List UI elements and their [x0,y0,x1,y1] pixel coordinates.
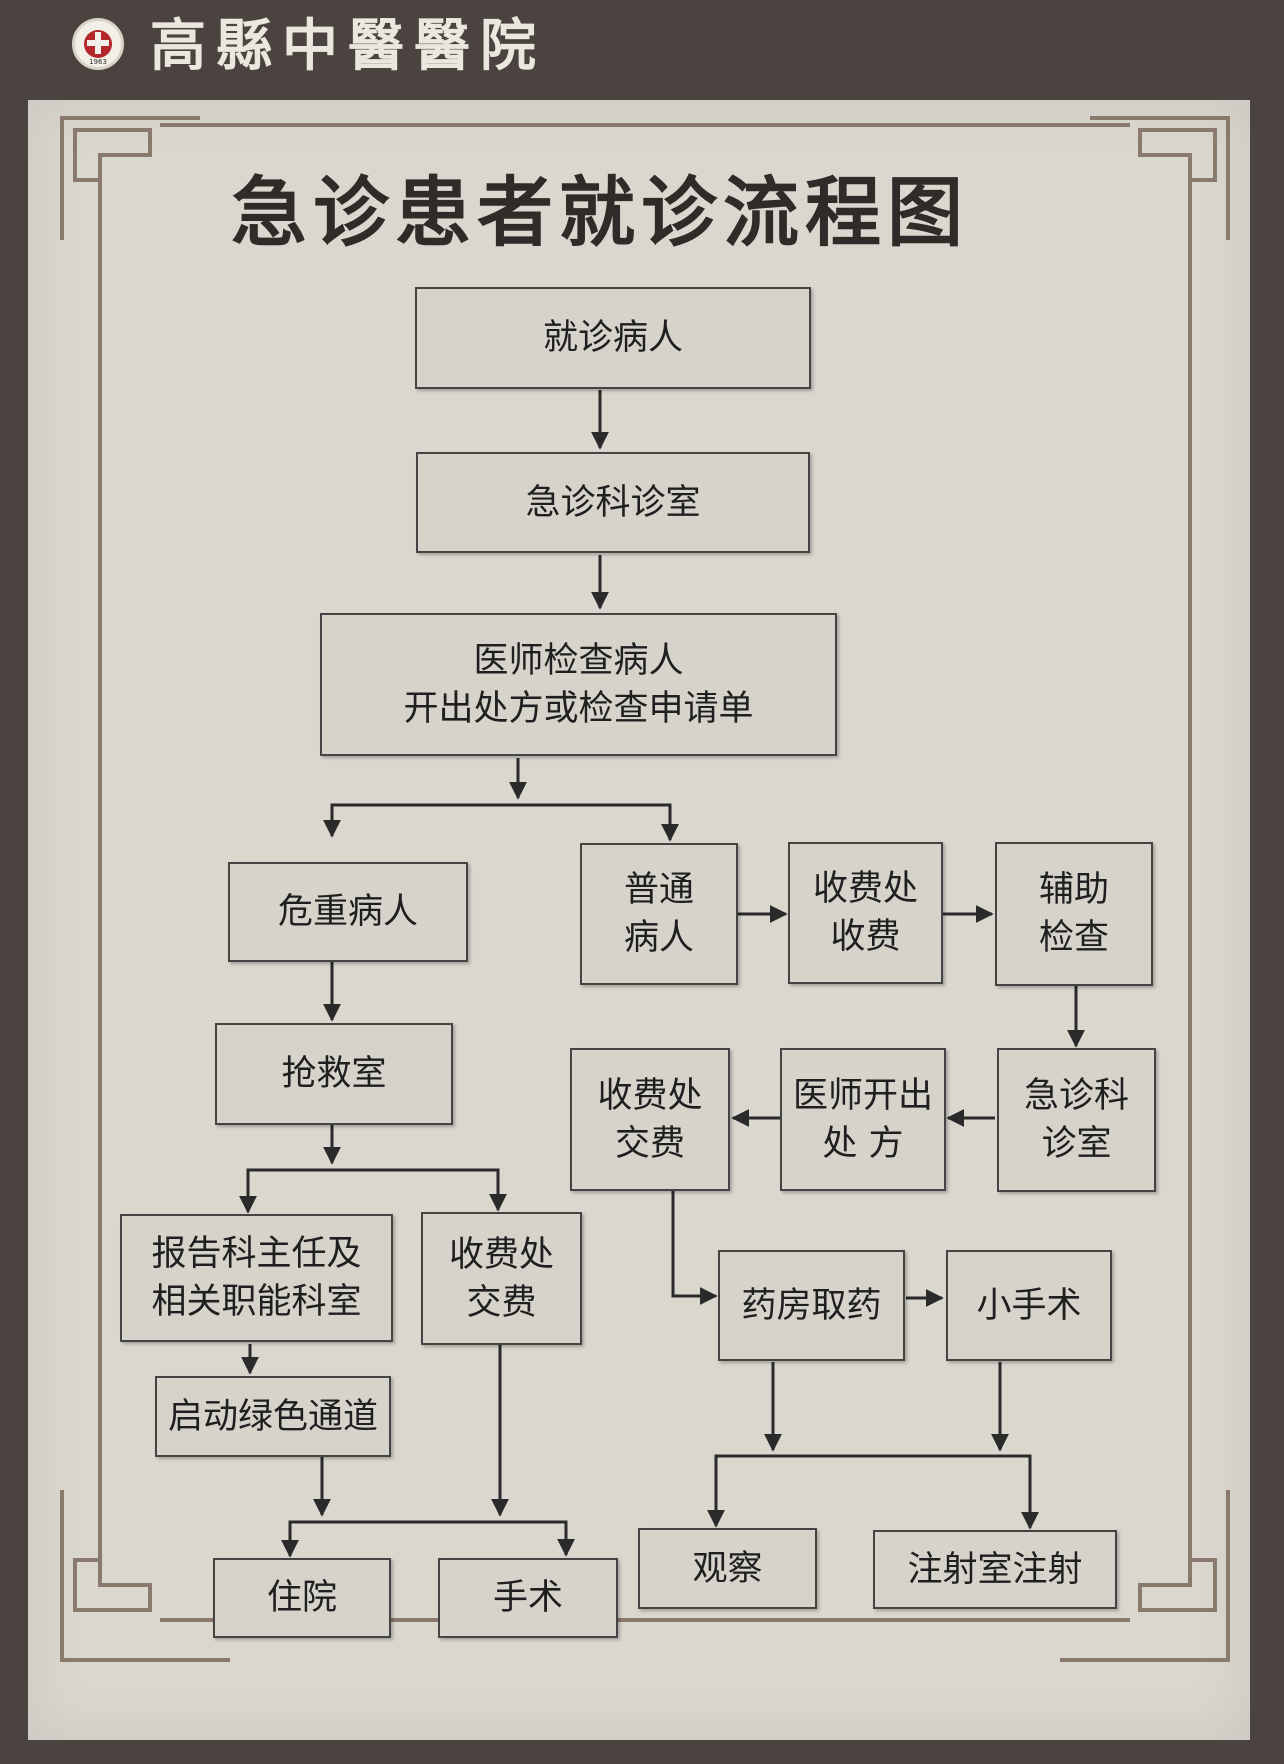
hospital-name: 高縣中醫醫院 [150,13,546,79]
node-er-clinic-2: 急诊科 诊室 [997,1048,1156,1192]
node-cashier-pay-right: 收费处 交费 [570,1048,730,1191]
node-cashier-pay-left: 收费处 交费 [421,1212,582,1345]
logo-year: 1963 [89,58,107,66]
node-hospitalization: 住院 [213,1558,391,1638]
hospital-logo-icon: 1963 [72,18,124,70]
node-critical-patient: 危重病人 [228,862,468,962]
diagram-title: 急诊患者就诊流程图 [231,168,969,257]
node-doctor-prescribe: 医师开出 处 方 [780,1048,946,1191]
node-green-channel: 启动绿色通道 [155,1376,391,1457]
node-cashier-fee: 收费处 收费 [788,842,943,984]
node-er-clinic: 急诊科诊室 [416,452,810,553]
node-normal-patient: 普通 病人 [580,843,738,985]
header: 1963 高縣中醫醫院 [0,0,1284,90]
node-injection: 注射室注射 [873,1530,1117,1609]
node-report-director: 报告科主任及 相关职能科室 [120,1214,393,1342]
node-doctor-exam: 医师检查病人 开出处方或检查申请单 [320,613,837,756]
flow-connectors [239,390,1085,1558]
node-minor-surgery: 小手术 [946,1250,1112,1361]
node-pharmacy: 药房取药 [718,1250,905,1361]
node-rescue-room: 抢救室 [215,1023,453,1125]
node-visit-patient: 就诊病人 [415,287,811,389]
decorative-frame [60,116,1230,1662]
node-surgery: 手术 [438,1558,618,1638]
node-observation: 观察 [638,1528,817,1609]
node-aux-exam: 辅助 检查 [995,842,1153,986]
